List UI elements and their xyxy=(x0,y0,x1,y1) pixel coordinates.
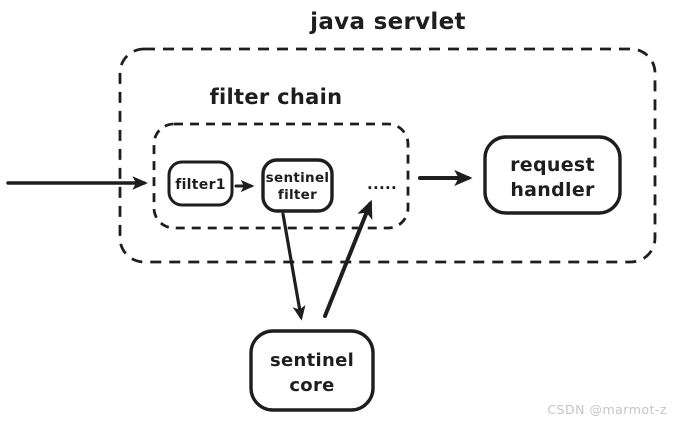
sentinel-core-box xyxy=(249,329,375,412)
filter1-label: filter1 xyxy=(175,177,226,193)
node-sentinel-core: sentinel core xyxy=(249,329,375,412)
arrow-sentinel-filter-to-sentinel-core xyxy=(281,212,306,321)
filter1-box xyxy=(167,160,234,207)
filter-chain-container xyxy=(152,122,410,230)
sentinel-filter-label-line1: sentinel xyxy=(266,170,330,186)
filter-chain-label: filter chain xyxy=(210,85,343,109)
request-handler-box xyxy=(483,135,622,215)
java-servlet-container xyxy=(118,47,657,264)
arrow-sentinel-core-to-filter-chain xyxy=(323,199,373,318)
node-sentinel-filter: sentinel filter xyxy=(261,158,334,213)
request-handler-label-line1: request xyxy=(510,154,595,176)
sentinel-filter-box xyxy=(261,158,334,213)
sentinel-core-label-line2: core xyxy=(289,375,334,396)
more-filters-ellipsis: ..... xyxy=(367,175,397,193)
sentinel-filter-label-line2: filter xyxy=(278,187,317,203)
node-filter1: filter1 xyxy=(167,160,234,207)
request-handler-label-line2: handler xyxy=(510,179,595,201)
watermark: CSDN @marmot-z xyxy=(547,402,667,417)
diagram-title: java servlet xyxy=(309,9,466,35)
sentinel-core-label-line1: sentinel xyxy=(270,350,354,371)
node-request-handler: request handler xyxy=(483,135,622,215)
